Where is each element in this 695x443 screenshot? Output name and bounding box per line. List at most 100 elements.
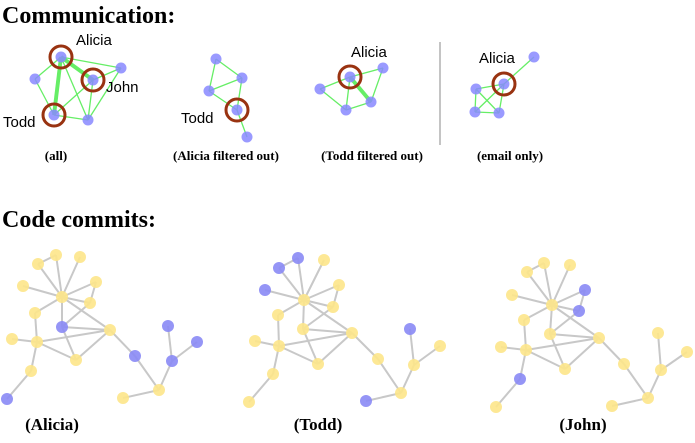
commit-edge [549,333,600,339]
comm-edge [503,56,535,85]
person-label-todd: Todd [3,114,36,131]
file-node [297,323,309,335]
comm-edge [349,67,384,78]
file-node [681,346,693,358]
person-label-alicia: Alicia [76,32,113,49]
file-node-touched [162,320,174,332]
commit-edge [351,332,379,360]
commit-edge [278,332,353,347]
commit-edge [264,289,305,301]
commit-edge [623,363,649,399]
highlight-ring [41,102,67,128]
commit-edge [551,264,571,306]
person-node [48,109,60,121]
commit-edge [302,328,353,334]
file-node [117,392,129,404]
file-node-touched [191,336,203,348]
commit-edge [75,329,111,361]
person-node [236,72,248,84]
comm-edge [34,56,62,80]
file-node [333,279,345,291]
highlight-ring [80,67,106,93]
commit-edge [22,285,63,298]
file-node-touched [514,373,526,385]
person-node [82,114,94,126]
file-node-touched [129,350,141,362]
file-node [84,297,96,309]
caption-todd-commits: (Todd) [294,415,343,434]
person-label-alicia: Alicia [351,44,388,61]
person-node [498,78,510,90]
commit-panel-2 [490,257,693,413]
comm-edge [59,55,95,82]
person-label-john: John [106,79,139,96]
comm-edge [34,78,55,116]
commit-edge [525,337,600,351]
caption-alicia-filtered: (Alicia filtered out) [173,148,279,163]
person-node [470,83,482,95]
comm-edge [345,76,351,111]
code-commits-heading: Code commits: [2,207,156,233]
person-node [528,51,540,63]
commit-edge [61,281,97,298]
commit-edge [37,263,63,298]
file-node-touched [259,284,271,296]
file-node [312,358,324,370]
file-node [559,363,571,375]
comm-edge [208,90,238,111]
commit-edge [549,310,580,335]
file-node [346,327,358,339]
file-node [318,254,330,266]
commit-edge [248,373,274,403]
file-node [655,364,667,376]
person-node [344,71,356,83]
file-node [272,309,284,321]
file-node [606,400,618,412]
file-node [518,314,530,326]
file-node [544,328,556,340]
commit-edge [303,284,340,301]
commit-panel-0 [1,249,203,405]
comm-edge [87,67,122,121]
commit-edge [61,302,91,328]
code-commit-graphs [1,249,693,413]
commit-edge [526,271,553,306]
commit-edge [525,349,566,370]
commit-edge [134,355,160,391]
commit-edge [122,389,160,399]
file-node [6,333,18,345]
file-node [618,358,630,370]
comm-edge [475,88,500,114]
caption-todd-filtered: (Todd filtered out) [321,148,423,163]
caption-john-commits: (John) [559,415,606,434]
file-node [29,307,41,319]
comm-panel-2: Alicia [314,44,389,116]
person-node [203,85,215,97]
person-node [231,104,243,116]
person-label-alicia: Alicia [479,50,516,67]
comm-panel-3: Alicia [469,50,540,119]
person-node [115,62,127,74]
highlight-ring [48,44,74,70]
commit-edge [109,329,136,357]
commit-edge [551,304,600,339]
file-node-touched [360,395,372,407]
commit-edge [61,296,111,331]
file-node-touched [273,262,285,274]
caption-all: (all) [45,148,67,163]
person-node [493,107,505,119]
file-node-touched [573,305,585,317]
file-node [153,384,165,396]
person-node [29,73,41,85]
file-node [652,327,664,339]
file-node [521,266,533,278]
comm-edge [208,77,243,92]
commit-edge [551,289,586,306]
file-node-touched [1,393,13,405]
person-node [365,96,377,108]
person-node [55,51,67,63]
file-node [593,332,605,344]
